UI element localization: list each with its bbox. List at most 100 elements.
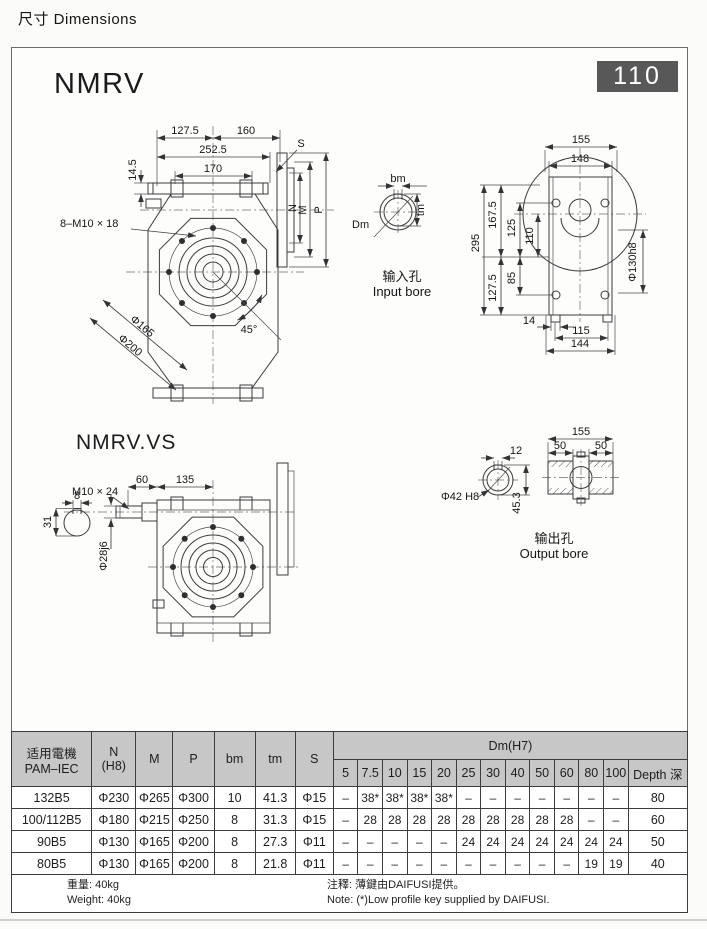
table-cell: 38* [431, 786, 457, 809]
table-cell: 8 [213, 830, 256, 853]
series-title: NMRV [54, 68, 145, 100]
table-cell: 24 [480, 830, 506, 853]
table-cell: Φ130 [91, 830, 137, 853]
table-cell: – [553, 852, 580, 875]
table-cell: 10 [213, 786, 256, 809]
page-bottom-rule [0, 919, 707, 921]
table-cell: Φ265 [135, 786, 174, 809]
table-cell: Φ200 [172, 852, 215, 875]
table-cell: 24 [529, 830, 555, 853]
table-cell: 24 [504, 830, 531, 853]
table-cell: 28 [455, 808, 482, 831]
table-row: 132B5 Φ230 Φ265 Φ300 10 41.3 Φ15 – 38* 3… [10, 786, 689, 809]
table-cell: 8 [213, 808, 256, 831]
table-cell: 80 [627, 786, 689, 809]
table-cell: 60 [627, 808, 689, 831]
table-cell: 8 [213, 852, 256, 875]
table-cell: 24 [603, 830, 629, 853]
table-cell: 27.3 [254, 830, 296, 853]
table-cell: – [406, 852, 433, 875]
table-cell: 90B5 [10, 830, 93, 853]
table-cell: Φ15 [294, 786, 334, 809]
table-cell: – [332, 852, 359, 875]
table-cell: Φ250 [172, 808, 215, 831]
table-cell: Φ200 [172, 830, 215, 853]
col-header-dm-10: 10 [381, 759, 408, 787]
table-cell: – [603, 808, 629, 831]
table-cell: 28 [553, 808, 580, 831]
table-row: 100/112B5 Φ180 Φ215 Φ250 8 31.3 Φ15 – 28… [10, 808, 689, 831]
table-row: 90B5 Φ130 Φ165 Φ200 8 27.3 Φ11 – – – – –… [10, 830, 689, 853]
table-cell: – [431, 852, 457, 875]
table-cell: 28 [357, 808, 383, 831]
table-cell: 24 [455, 830, 482, 853]
table-cell: 38* [357, 786, 383, 809]
table-row: 80B5 Φ130 Φ165 Φ200 8 21.8 Φ11 – – – – –… [10, 852, 689, 875]
table-cell: Φ215 [135, 808, 174, 831]
table-cell: 24 [578, 830, 605, 853]
table-cell: 24 [553, 830, 580, 853]
table-cell: 28 [504, 808, 531, 831]
table-cell: – [332, 830, 359, 853]
table-cell: – [406, 830, 433, 853]
table-cell: 19 [603, 852, 629, 875]
col-header-tm: tm [254, 731, 296, 787]
table-cell: – [357, 852, 383, 875]
table-cell: 28 [529, 808, 555, 831]
key-note: 注釋: 薄鍵由DAIFUSI提供。 Note: (*)Low profile k… [327, 879, 550, 907]
col-header-dm-60: 60 [553, 759, 580, 787]
table-cell: – [455, 852, 482, 875]
table-cell: – [357, 830, 383, 853]
table-footer-cell: 重量: 40kg Weight: 40kg 注釋: 薄鍵由DAIFUSI提供。 … [11, 874, 688, 913]
table-cell: 28 [480, 808, 506, 831]
table-cell: – [431, 830, 457, 853]
col-header-dm-5: 5 [332, 759, 359, 787]
col-header-dm-20: 20 [431, 759, 457, 787]
table-cell: Φ15 [294, 808, 334, 831]
table-cell: – [455, 786, 482, 809]
table-cell: – [504, 786, 531, 809]
table-cell: Φ180 [91, 808, 137, 831]
table-cell: 31.3 [254, 808, 296, 831]
table-cell: 38* [381, 786, 408, 809]
col-header-dm-100: 100 [603, 759, 629, 787]
table-cell: – [603, 786, 629, 809]
table-cell: Φ300 [172, 786, 215, 809]
table-cell: – [529, 786, 555, 809]
size-badge: 110 [597, 61, 678, 92]
col-header-m: M [135, 731, 174, 787]
col-header-dm-40: 40 [504, 759, 531, 787]
table-cell: 41.3 [254, 786, 296, 809]
table-cell: 100/112B5 [10, 808, 93, 831]
col-header-dm-7-5: 7.5 [357, 759, 383, 787]
col-header-dm-80: 80 [578, 759, 605, 787]
col-header-depth: Depth 深 [627, 759, 689, 787]
col-header-n: N(H8) [91, 731, 137, 787]
col-header-dm-50: 50 [529, 759, 555, 787]
series-vs-title: NMRV.VS [76, 431, 177, 454]
table-cell: – [480, 786, 506, 809]
table-footer-row: 重量: 40kg Weight: 40kg 注釋: 薄鍵由DAIFUSI提供。 … [11, 874, 688, 913]
table-cell: – [529, 852, 555, 875]
weight-note: 重量: 40kg Weight: 40kg [67, 879, 132, 907]
table-cell: Φ11 [294, 830, 334, 853]
table-cell: – [332, 808, 359, 831]
col-header-dm-15: 15 [406, 759, 433, 787]
col-header-dm-30: 30 [480, 759, 506, 787]
table-cell: 21.8 [254, 852, 296, 875]
table-cell: – [578, 786, 605, 809]
table-cell: – [381, 852, 408, 875]
col-header-dm-25: 25 [455, 759, 482, 787]
table-cell: 50 [627, 830, 689, 853]
table-cell: – [332, 786, 359, 809]
table-cell: Φ165 [135, 852, 174, 875]
col-header-p: P [172, 731, 215, 787]
table-cell: 19 [578, 852, 605, 875]
table-cell: Φ230 [91, 786, 137, 809]
table-cell: Φ130 [91, 852, 137, 875]
table-cell: 38* [406, 786, 433, 809]
